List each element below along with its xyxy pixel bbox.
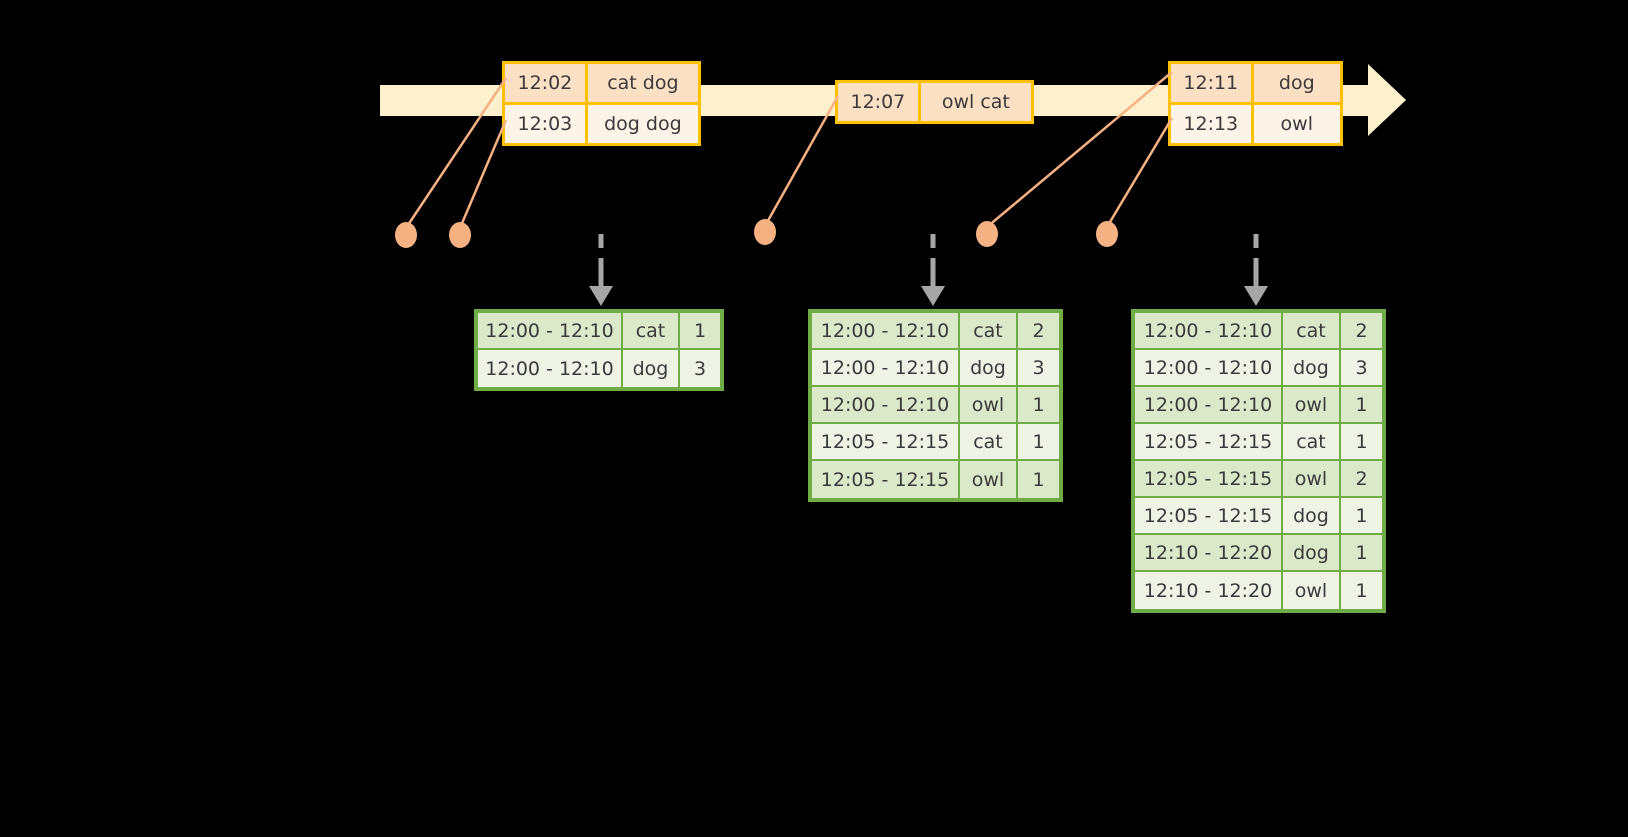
cell-window: 12:00 - 12:10 [1135, 350, 1283, 387]
cell-window: 12:05 - 12:15 [812, 461, 960, 498]
cell-count: 1 [1341, 424, 1382, 461]
cell-count: 1 [1341, 387, 1382, 424]
cell-count: 1 [1018, 461, 1059, 498]
event-group-2[interactable]: 12:07 owl cat [835, 80, 1034, 124]
cell-window: 12:10 - 12:20 [1135, 572, 1283, 609]
timeline-arrowhead-icon [1368, 64, 1406, 136]
down-arrow-icon [586, 234, 616, 306]
cell-count: 3 [1341, 350, 1382, 387]
down-arrow-icon [1241, 234, 1271, 306]
cell-key: owl [1283, 387, 1341, 424]
connector-dot-icon [449, 222, 471, 248]
cell-count: 1 [1018, 387, 1059, 424]
down-arrow-icon [918, 234, 948, 306]
event-row[interactable]: 12:11 dog [1171, 64, 1340, 102]
cell-count: 3 [680, 350, 720, 387]
cell-count: 2 [1341, 313, 1382, 350]
event-row[interactable]: 12:07 owl cat [838, 83, 1031, 121]
connector-dot-icon [754, 219, 776, 245]
cell-window: 12:05 - 12:15 [812, 424, 960, 461]
cell-key: dog [1283, 350, 1341, 387]
cell-count: 1 [1341, 572, 1382, 609]
cell-key: owl [1283, 461, 1341, 498]
connector-dot-icon [1096, 221, 1118, 247]
connector-dot-icon [976, 221, 998, 247]
event-time: 12:13 [1171, 105, 1254, 143]
cell-count: 1 [1341, 535, 1382, 572]
event-words: dog [1253, 64, 1340, 102]
cell-key: dog [960, 350, 1018, 387]
cell-window: 12:00 - 12:10 [812, 350, 960, 387]
cell-key: cat [1283, 313, 1341, 350]
cell-window: 12:00 - 12:10 [478, 350, 623, 387]
cell-key: dog [1283, 535, 1341, 572]
event-time: 12:07 [838, 83, 921, 121]
cell-window: 12:00 - 12:10 [478, 313, 623, 350]
event-words: owl [1253, 105, 1340, 143]
cell-window: 12:05 - 12:15 [1135, 498, 1283, 535]
event-group-3[interactable]: 12:11 dog 12:13 owl [1168, 61, 1343, 146]
cell-window: 12:05 - 12:15 [1135, 424, 1283, 461]
cell-key: cat [960, 313, 1018, 350]
event-row[interactable]: 12:02 cat dog [505, 64, 698, 102]
cell-count: 1 [1018, 424, 1059, 461]
cell-count: 2 [1018, 313, 1059, 350]
cell-window: 12:00 - 12:10 [1135, 313, 1283, 350]
cell-key: owl [1283, 572, 1341, 609]
cell-key: owl [960, 387, 1018, 424]
event-time: 12:03 [505, 105, 588, 143]
cell-count: 2 [1341, 461, 1382, 498]
connector-dot-icon [395, 222, 417, 248]
cell-key: dog [1283, 498, 1341, 535]
event-row[interactable]: 12:13 owl [1171, 102, 1340, 143]
event-row[interactable]: 12:03 dog dog [505, 102, 698, 143]
cell-count: 1 [1341, 498, 1382, 535]
cell-window: 12:10 - 12:20 [1135, 535, 1283, 572]
cell-window: 12:05 - 12:15 [1135, 461, 1283, 498]
event-words: dog dog [587, 105, 698, 143]
event-group-1[interactable]: 12:02 cat dog 12:03 dog dog [502, 61, 701, 146]
connector-line [1105, 117, 1174, 228]
cell-window: 12:00 - 12:10 [812, 387, 960, 424]
cell-count: 1 [680, 313, 720, 350]
cell-key: cat [1283, 424, 1341, 461]
event-words: owl cat [920, 83, 1031, 121]
cell-key: cat [623, 313, 680, 350]
connector-line [458, 119, 508, 229]
event-time: 12:11 [1171, 64, 1254, 102]
cell-key: owl [960, 461, 1018, 498]
event-words: cat dog [587, 64, 698, 102]
cell-window: 12:00 - 12:10 [812, 313, 960, 350]
event-time: 12:02 [505, 64, 588, 102]
cell-count: 3 [1018, 350, 1059, 387]
cell-key: cat [960, 424, 1018, 461]
cell-window: 12:00 - 12:10 [1135, 387, 1283, 424]
cell-key: dog [623, 350, 680, 387]
